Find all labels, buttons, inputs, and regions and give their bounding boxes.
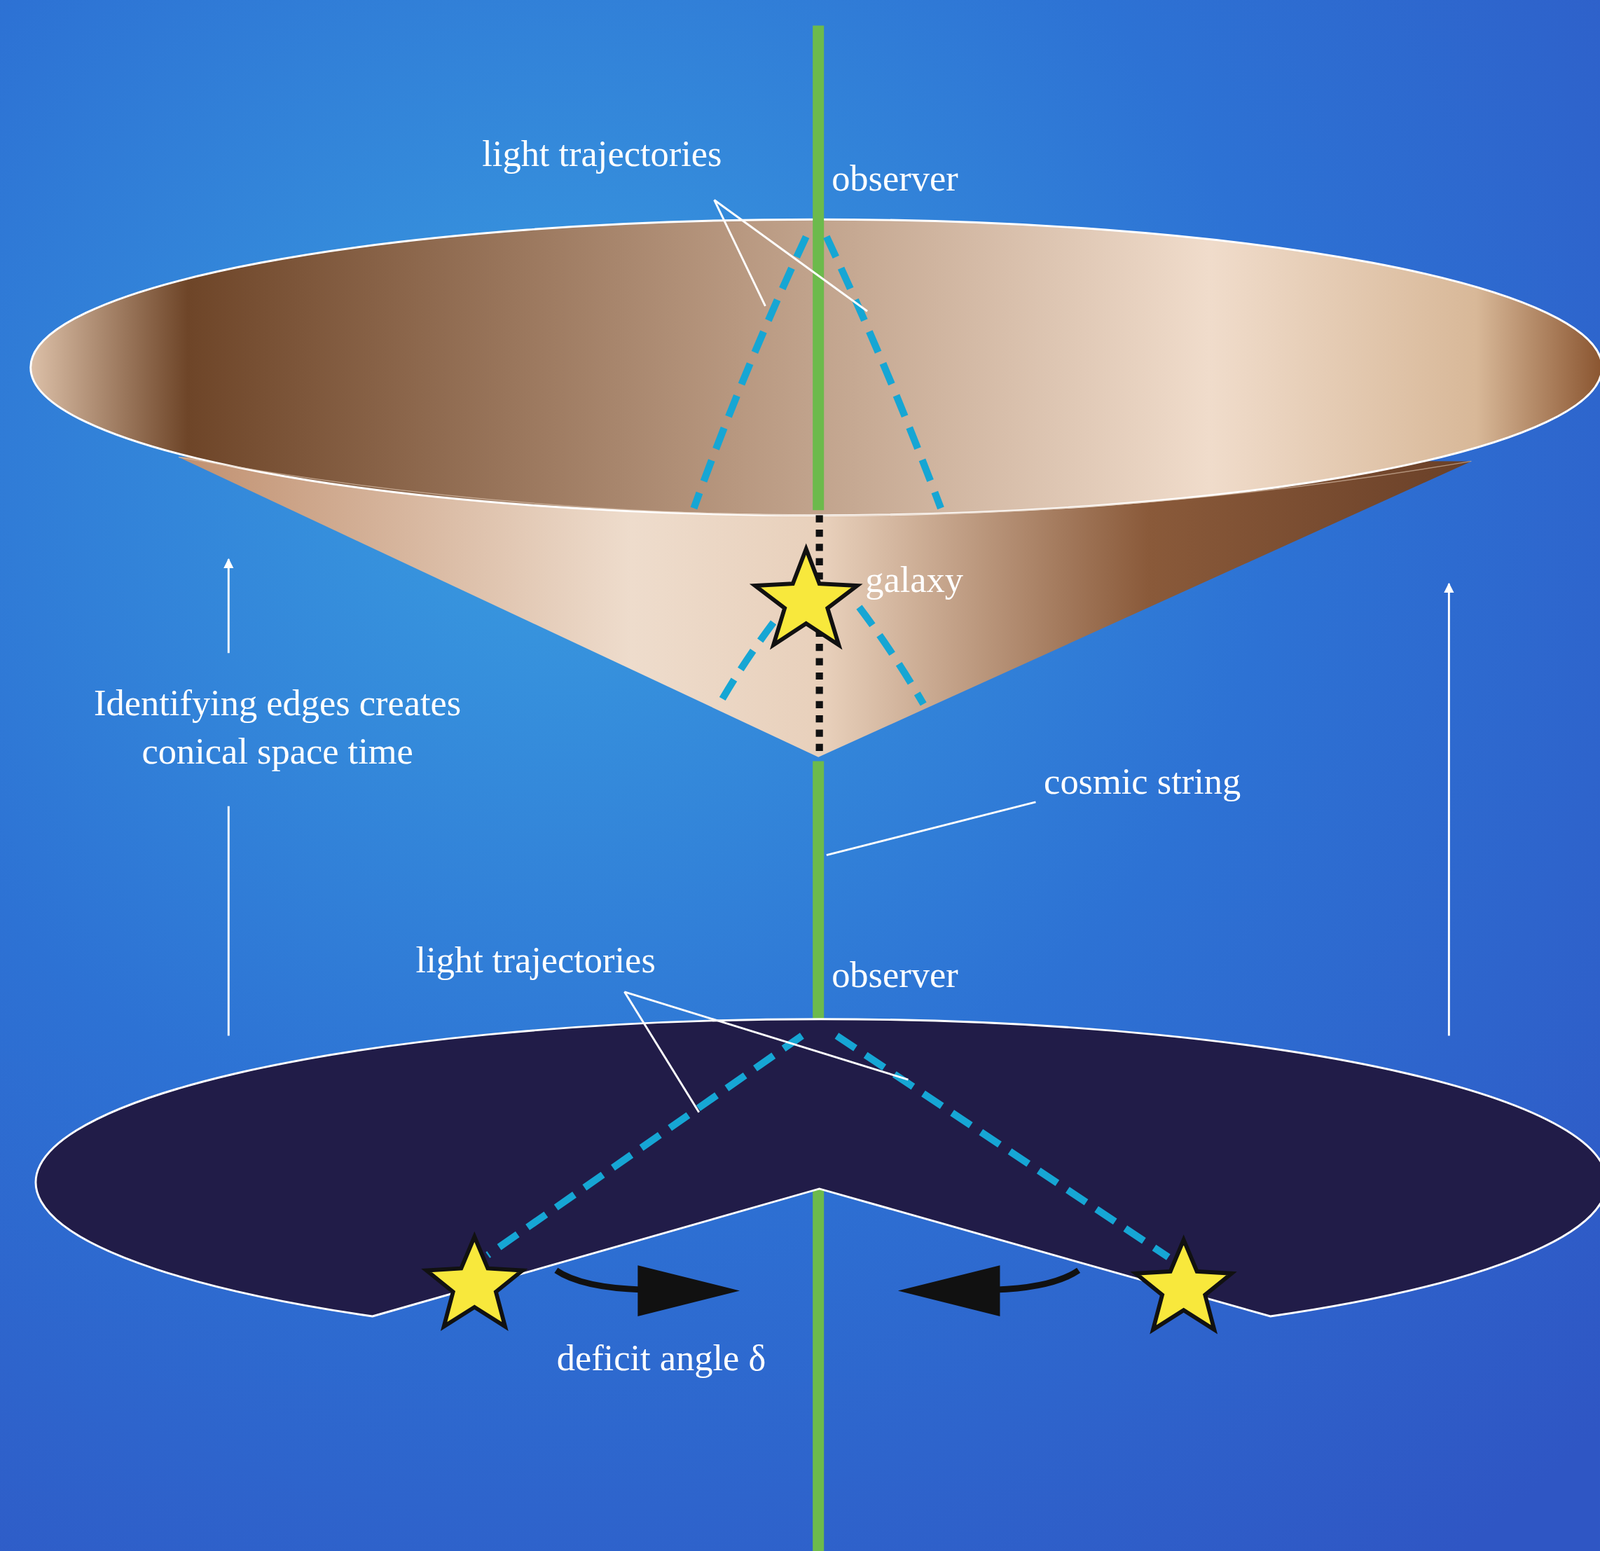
text-label: galaxy — [865, 556, 964, 604]
direction-arrow — [227, 559, 230, 653]
light-trajectory — [693, 236, 941, 705]
cosmic-string — [812, 25, 824, 510]
text-label: Identifying edges creates conical space … — [53, 679, 503, 775]
deficit-arrow-head — [637, 1265, 740, 1317]
star — [1135, 1239, 1232, 1330]
text-label: deficit angle δ — [542, 1334, 780, 1383]
text-label: cosmic string — [1043, 757, 1241, 806]
leader-line — [624, 199, 1036, 1112]
light-trajectory — [487, 1035, 1169, 1257]
deficit-arrow-head — [898, 1265, 1001, 1317]
text-label: light trajectories — [416, 936, 656, 985]
text-label: observer — [831, 951, 959, 999]
deficit-arrow — [556, 1270, 644, 1290]
direction-line — [227, 806, 230, 1037]
deficit-arrow — [994, 1270, 1079, 1290]
text-label: light trajectories — [481, 130, 722, 178]
star — [426, 1236, 523, 1327]
flat-plane — [35, 1019, 1600, 1317]
galaxy-star — [755, 549, 858, 646]
text-label: observer — [831, 154, 959, 203]
direction-arrow — [1447, 583, 1451, 1036]
